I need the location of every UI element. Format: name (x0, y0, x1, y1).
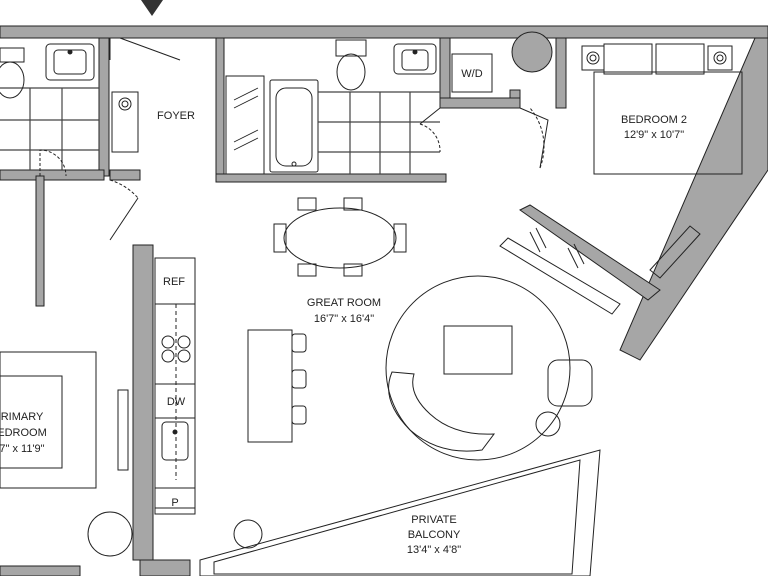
bath-center (225, 39, 441, 175)
bedroom-2: BEDROOM 2 12'9" x 10'7" (499, 43, 743, 315)
great-room-name: GREAT ROOM (307, 297, 381, 309)
refrigerator (154, 257, 196, 305)
dishwasher (154, 383, 196, 419)
toilet-center (335, 39, 367, 57)
great-room-dims: 16'7" x 16'4" (314, 313, 374, 325)
bed (593, 71, 743, 175)
toilet-left (0, 47, 25, 63)
primary-dims-2: 7" x 11'9" (0, 443, 45, 455)
laundry: W/D (451, 31, 553, 169)
balcony-name-2: BALCONY (408, 529, 461, 541)
armchair (547, 359, 593, 407)
counter (154, 257, 196, 509)
column (511, 31, 553, 73)
dw-label: DW (167, 396, 186, 408)
nightstand-left (581, 45, 605, 71)
foyer-label: FOYER (157, 110, 195, 122)
nightstand-right (707, 45, 733, 71)
primary-dims-1: EDROOM (0, 427, 47, 439)
closet (111, 91, 139, 153)
tv-cabinet (649, 225, 701, 279)
dresser (117, 389, 129, 471)
tile-grid-left (0, 87, 99, 170)
pantry (154, 487, 196, 515)
walls (0, 25, 768, 576)
bathtub (269, 79, 319, 173)
balcony-name-1: PRIVATE (411, 514, 456, 526)
tile-grid-center (318, 91, 440, 174)
primary-bed (0, 351, 97, 489)
bath-left (0, 43, 99, 177)
dining-table (283, 207, 397, 269)
wardrobe (519, 204, 661, 301)
sink-center (393, 43, 437, 75)
washer-dryer (451, 53, 493, 93)
entry-arrow-icon (141, 0, 163, 16)
bedroom2-dims: 12'9" x 10'7" (624, 129, 684, 141)
cooktop (161, 335, 191, 363)
sofa (388, 371, 496, 452)
bedroom2-name: BEDROOM 2 (621, 114, 687, 126)
ref-label: REF (163, 276, 185, 288)
balcony-chair (233, 519, 263, 549)
sink-left (45, 43, 95, 81)
balcony: PRIVATE BALCONY 13'4" x 4'8" (199, 449, 601, 576)
foyer: FOYER (109, 37, 195, 241)
kitchen-sink (161, 421, 189, 461)
primary-name: RIMARY (1, 411, 44, 423)
rug (385, 275, 571, 461)
shower (225, 75, 265, 175)
coffee-table (443, 325, 513, 375)
pantry-label: P (171, 497, 178, 509)
great-room: GREAT ROOM 16'7" x 16'4" (273, 197, 593, 461)
primary-bedroom: RIMARY EDROOM 7" x 11'9" (0, 351, 133, 557)
kitchen: REF DW P (154, 257, 307, 515)
washer-dryer-label: W/D (461, 68, 482, 80)
balcony-dims: 13'4" x 4'8" (407, 544, 461, 556)
island (247, 329, 293, 443)
